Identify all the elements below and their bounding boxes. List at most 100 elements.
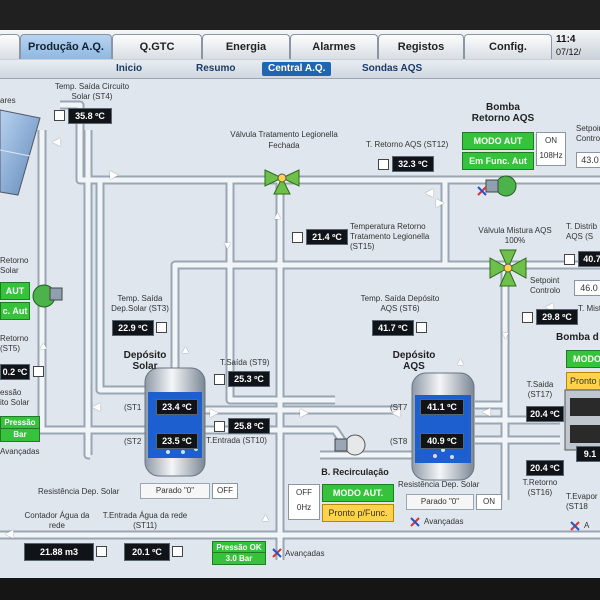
heat-pump-unit <box>564 389 600 451</box>
tab-config[interactable]: Config. <box>464 34 552 59</box>
st2-value: 23.5 ºC <box>156 433 198 449</box>
setpoint-ctrl-label: Setpoint Controlo <box>530 276 561 295</box>
st5-ack-box[interactable] <box>33 366 44 377</box>
bomba-right-title: Bomba d <box>556 332 599 343</box>
tank-dep-aqs <box>411 372 475 481</box>
st6-ack-box[interactable] <box>416 322 427 333</box>
setpoint-ctrl-value[interactable]: 46.0 <box>574 280 600 296</box>
flow-arrow-icon: ▶ <box>110 169 119 181</box>
right-advanced-link[interactable]: A <box>584 521 590 530</box>
st16-label: T.Retorno (ST16) <box>522 478 558 497</box>
st12-label: T. Retorno AQS (ST12) <box>366 140 449 149</box>
st16-value: 20.4 ºC <box>526 460 564 476</box>
flow-arrow-icon: ▼ <box>500 330 511 342</box>
st12-ack-box[interactable] <box>378 159 389 170</box>
solar-advanced-link[interactable]: Avançadas <box>0 447 40 456</box>
res-aqs-onoff-button[interactable]: ON <box>476 494 502 510</box>
tank-dep-solar <box>144 367 206 477</box>
st9-value: 25.3 ºC <box>228 371 270 387</box>
st9-ack-box[interactable] <box>214 374 225 385</box>
contador-value: 21.88 m3 <box>24 543 94 561</box>
flow-arrow-icon: ◀ <box>545 301 554 313</box>
st14-value: 29.8 ºC <box>536 309 578 325</box>
st14-ack-box[interactable] <box>522 312 533 323</box>
st4-ack-box[interactable] <box>54 110 65 121</box>
bomba-right-mode-button[interactable]: MODO <box>566 350 600 368</box>
clock-display: 11:4 07/12/ <box>556 34 600 60</box>
solar-pump-label: Retorno Solar <box>0 256 29 275</box>
flow-arrow-icon: ◀ <box>482 406 491 418</box>
subnav-central-aq[interactable]: Central A.Q. <box>262 62 332 76</box>
tab-energia[interactable]: Energia <box>202 34 290 59</box>
st7-label: (ST7 <box>390 403 408 412</box>
recirc-label: B. Recirculação <box>321 467 389 477</box>
st5-value: 0.2 ºC <box>0 364 30 380</box>
contador-label: Contador Água da rede <box>24 511 90 530</box>
recirc-mode-button[interactable]: MODO AUT. <box>322 484 394 502</box>
st11-value: 20.1 ºC <box>124 543 170 561</box>
res-solar-status: Parado "0" <box>140 483 210 499</box>
st3-ack-box[interactable] <box>156 322 167 333</box>
st1-label: (ST1 <box>124 403 142 412</box>
valve-legionella-label: Válvula Tratamento Legionella <box>230 130 338 139</box>
bomba-right-state: Pronto p <box>566 372 600 390</box>
flow-arrow-icon: ▲ <box>260 512 271 524</box>
st10-ack-box[interactable] <box>214 421 225 432</box>
res-aqs-status: Parado "0" <box>406 494 474 510</box>
tab-producao-aq[interactable]: Produção A.Q. <box>20 34 112 59</box>
st-distrib-value: 40.7 <box>578 251 600 267</box>
st10-value: 25.8 ºC <box>228 418 270 434</box>
st5-label: Retorno (ST5) <box>0 334 29 353</box>
solar-pressure-value: Bar <box>0 428 40 442</box>
valve-legionella <box>264 169 300 195</box>
recirc-ready-state: Pronto p/Func. <box>322 504 394 522</box>
st12-value: 32.3 ºC <box>392 156 434 172</box>
st-distrib-ack-box[interactable] <box>564 254 575 265</box>
tab-registos[interactable]: Registos <box>378 34 464 59</box>
st9-label: T.Saída (ST9) <box>220 358 270 367</box>
flow-arrow-icon: ◀ <box>392 407 401 419</box>
pump-aqs-mode-button[interactable]: MODO AUT <box>462 132 534 150</box>
pump-aqs-onoff: ON <box>545 136 557 145</box>
st17-value: 20.4 ºC <box>526 406 564 422</box>
subnav-inicio[interactable]: Inicio <box>116 63 143 74</box>
subnav-resumo[interactable]: Resumo <box>196 63 236 74</box>
valve-mistura <box>489 249 527 287</box>
flow-arrow-icon: ▶ <box>300 407 309 419</box>
pump-aqs-freq: 108Hz <box>539 151 563 160</box>
st15-ack-box[interactable] <box>292 232 303 243</box>
solar-pressure-label: essão ito Solar <box>0 388 30 407</box>
bottom-advanced-link[interactable]: Avançadas <box>285 549 325 558</box>
tab-qgtc[interactable]: Q.GTC <box>112 34 202 59</box>
advanced-icons <box>272 186 580 558</box>
st17-label: T.Saida (ST17) <box>526 380 554 399</box>
recirc-state: OFF <box>296 488 312 497</box>
st3-value: 22.9 ºC <box>112 320 154 336</box>
flow-arrow-icon: ▲ <box>272 210 283 222</box>
res-solar-onoff-button[interactable]: OFF <box>212 483 238 499</box>
valve-mix-value: 100% <box>504 236 526 245</box>
setpoint-top-value[interactable]: 43.0 <box>576 152 600 168</box>
pressure-bottom-value: 3.0 Bar <box>212 552 266 565</box>
st3-label: Temp. Saída Dep.Solar (ST3) <box>111 294 169 313</box>
pump-aqs-title: Bomba Retorno AQS <box>471 102 535 124</box>
recirc-freq-box: OFF 0Hz <box>288 484 320 520</box>
st6-label: Temp. Saída Depósito AQS (ST6) <box>360 294 440 313</box>
res-aqs-label: Resistência Dep. Solar <box>398 480 480 489</box>
flow-arrow-icon: ◀ <box>52 136 61 148</box>
res-solar-label: Resistência Dep. Solar <box>38 487 120 496</box>
tab-alarmes[interactable]: Alarmes <box>290 34 378 59</box>
dep-solar-title: Depósito Solar <box>123 350 167 372</box>
contador-ack-box[interactable] <box>96 546 107 557</box>
subnav-sondas-aqs[interactable]: Sondas AQS <box>362 63 423 74</box>
recirc-freq: 0Hz <box>296 503 312 512</box>
solar-pump-mode-button[interactable]: AUT <box>0 282 30 300</box>
st-distrib-label: T. Distrib AQS (S <box>566 222 598 241</box>
flow-arrow-icon: ◀ <box>425 187 434 199</box>
aqs-advanced-link[interactable]: Avançadas <box>424 517 464 526</box>
st8-label: (ST8 <box>390 437 408 446</box>
pump-recirculacao <box>334 434 366 456</box>
tab-previous[interactable] <box>0 34 20 59</box>
st1-value: 23.4 ºC <box>156 399 198 415</box>
st11-ack-box[interactable] <box>172 546 183 557</box>
